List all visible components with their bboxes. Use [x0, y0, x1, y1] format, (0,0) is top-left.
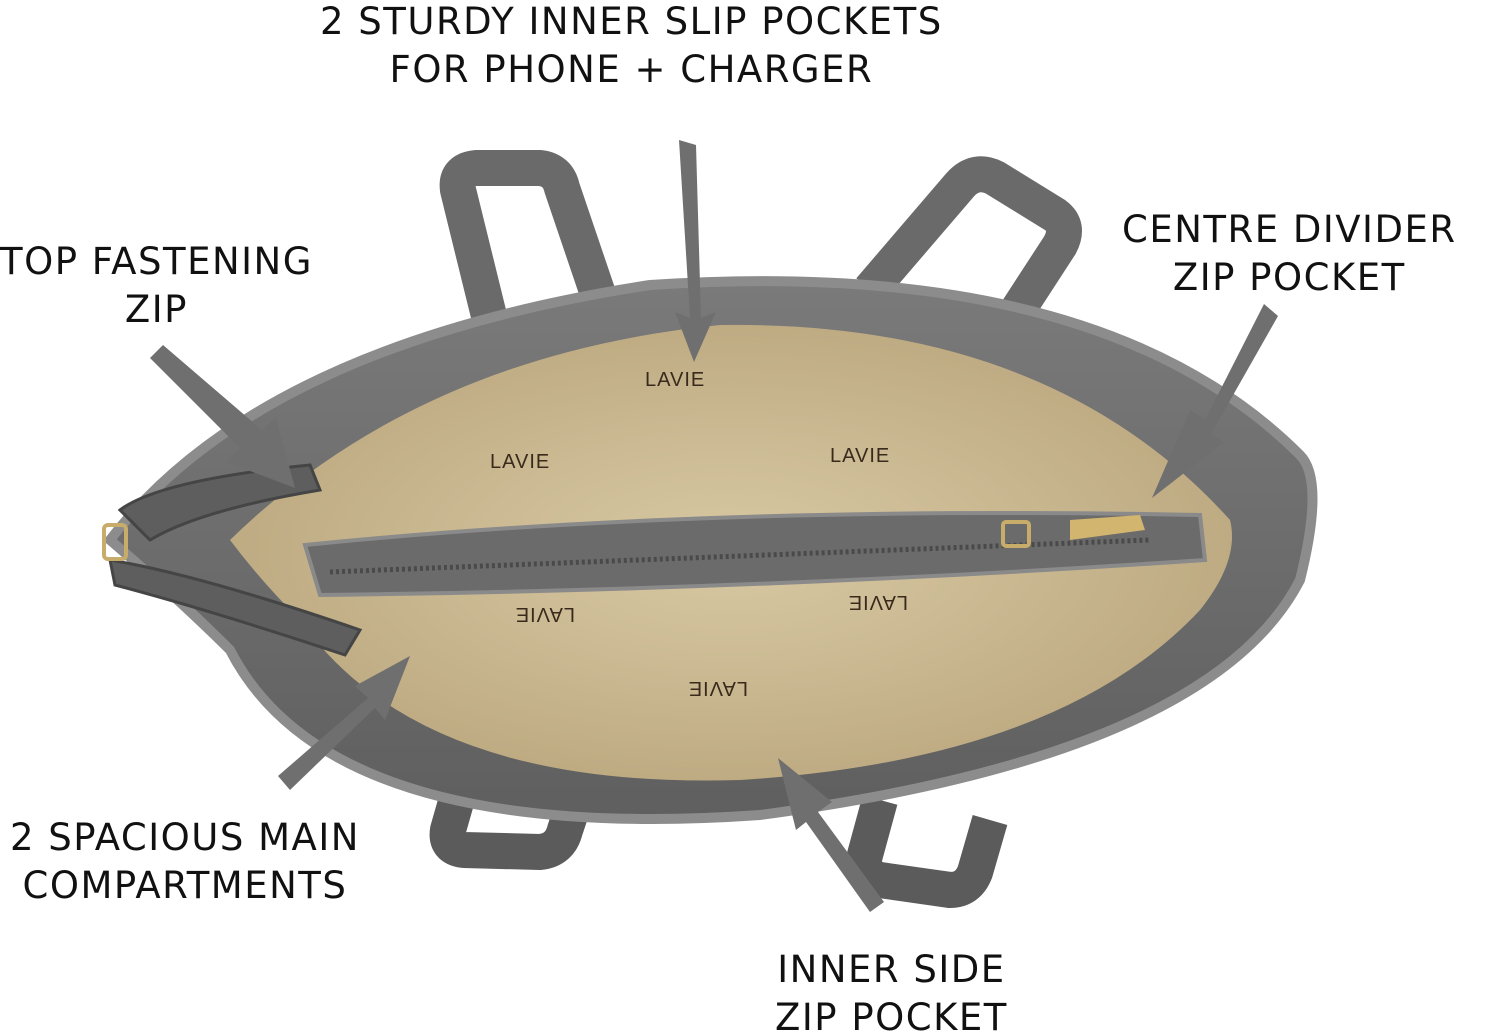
arrow-top-zip: [150, 345, 295, 488]
top-fastening-zip-tape: [117, 463, 323, 542]
callout-main-compartments: 2 SPACIOUS MAIN COMPARTMENTS: [10, 816, 360, 907]
callout-top-fastening-zip: TOP FASTENING ZIP: [0, 240, 313, 331]
divider-zip-track: [329, 537, 1151, 575]
back-left-handle: [439, 150, 618, 325]
arrow-centre-divider: [1152, 304, 1278, 498]
centre-divider-pocket: [302, 511, 1208, 598]
zip-slider-divider: [1070, 515, 1145, 540]
callout-slip-pockets: 2 STURDY INNER SLIP POCKETS FOR PHONE + …: [320, 0, 943, 91]
callout-inner-side-zip: INNER SIDE ZIP POCKET: [775, 948, 1008, 1033]
lining-brand-mark: LAVIE: [515, 603, 575, 625]
arrow-main-compartments: [278, 656, 410, 790]
lining-brand-mark: LAVIE: [490, 451, 550, 473]
lining-brand-mark: LAVIE: [688, 677, 748, 699]
callout-centre-divider: CENTRE DIVIDER ZIP POCKET: [1122, 208, 1457, 299]
front-right-handle: [846, 795, 1008, 908]
arrow-slip-pockets: [675, 140, 716, 362]
lining-brand-mark: LAVIE: [830, 445, 890, 467]
zip-pull-divider: [1001, 520, 1031, 548]
lining-brand-mark: LAVIE: [848, 591, 908, 613]
lining-brand-mark: LAVIE: [645, 369, 705, 391]
zip-pull-left: [102, 523, 128, 561]
back-right-handle: [856, 156, 1082, 355]
front-left-handle: [429, 755, 603, 870]
arrow-inner-side: [778, 758, 884, 912]
top-fastening-zip-tape-lower: [108, 558, 363, 657]
